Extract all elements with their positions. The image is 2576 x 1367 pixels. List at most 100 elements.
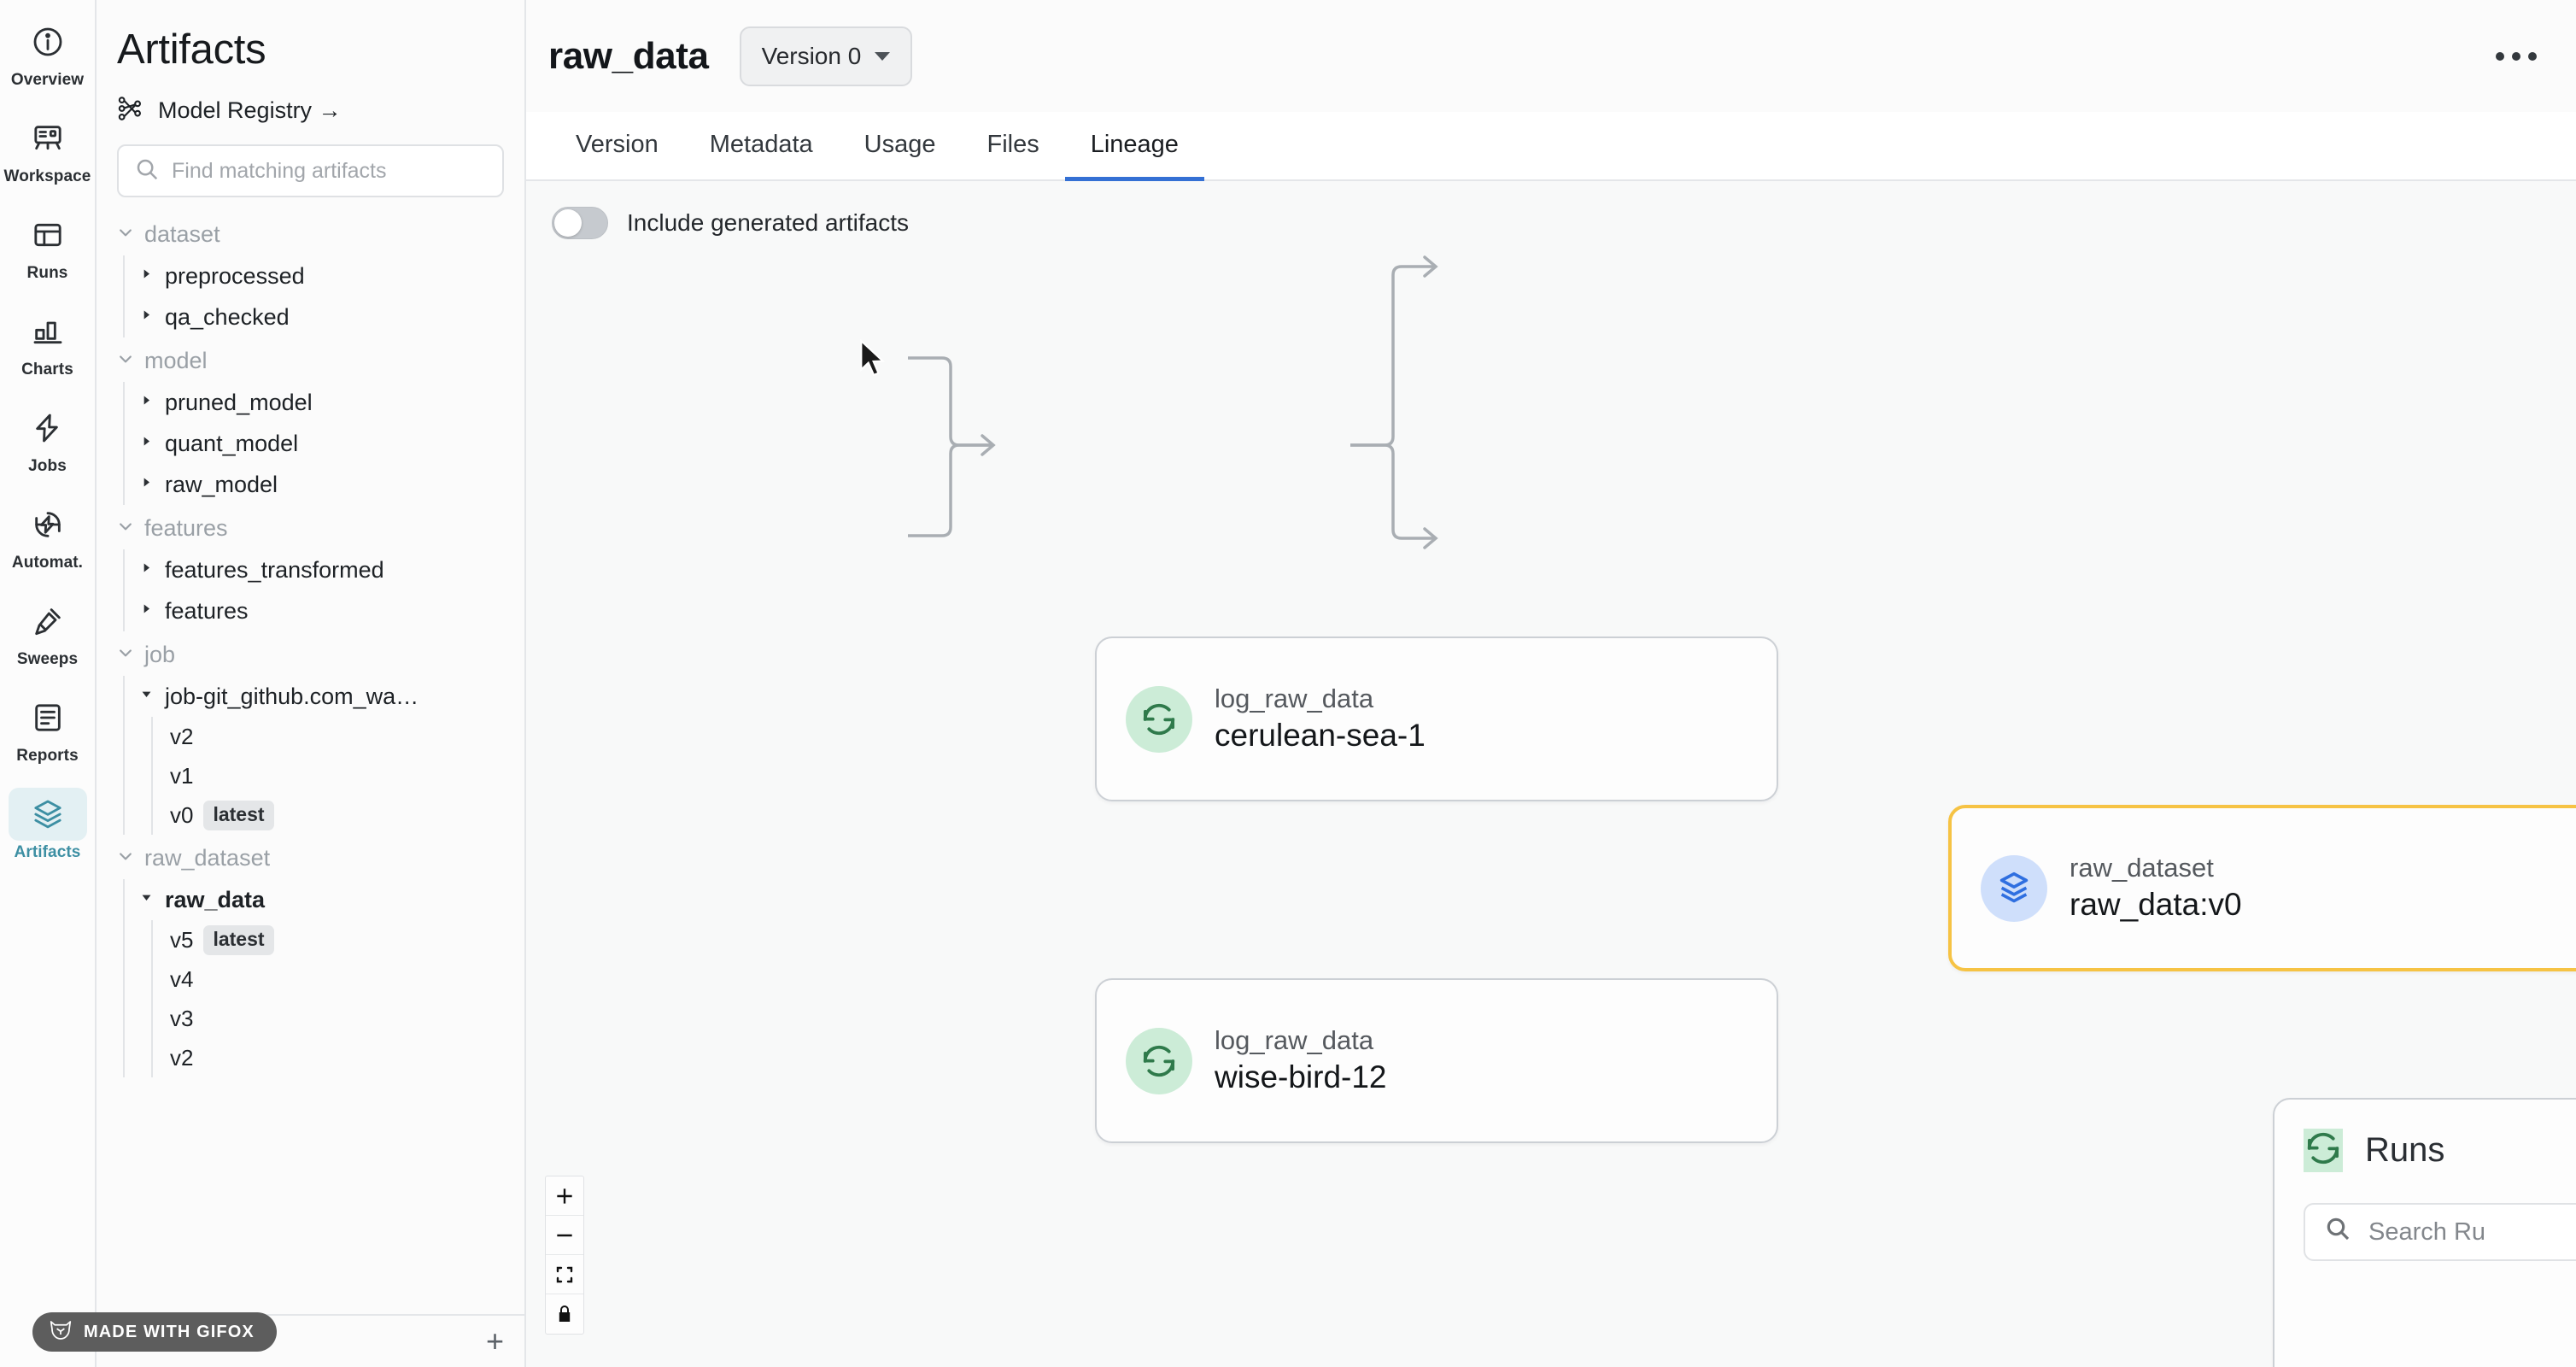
- caret-right-icon: [139, 475, 154, 494]
- tree-group-header[interactable]: job: [117, 633, 519, 676]
- zoom-out-button[interactable]: [546, 1216, 583, 1255]
- tree-item-w[interactable]: raw_model: [125, 464, 519, 505]
- tree-group-header[interactable]: model: [117, 339, 519, 382]
- bar-chart-icon: [9, 305, 87, 358]
- model-registry-link[interactable]: Model Registry →: [97, 84, 524, 139]
- rail-item-sweeps[interactable]: Sweeps: [3, 595, 92, 669]
- tree-group-label: job: [144, 641, 176, 667]
- tree-item-[interactable]: features: [125, 590, 519, 631]
- chevron-down-icon: [117, 224, 134, 245]
- tab-files[interactable]: Files: [986, 130, 1039, 158]
- caret-right-icon: [139, 560, 154, 579]
- run-icon: [1126, 685, 1192, 753]
- version-row[interactable]: v4: [153, 959, 519, 999]
- artifact-search-box[interactable]: [117, 144, 504, 197]
- lineage-canvas[interactable]: Include generated artifacts: [526, 181, 2576, 1367]
- caret-right-icon: [139, 267, 154, 285]
- rail-item-label: Jobs: [28, 457, 67, 475]
- rail-item-reports[interactable]: Reports: [3, 691, 92, 766]
- rail-item-artifacts[interactable]: Artifacts: [3, 788, 92, 862]
- chevron-down-icon: [117, 644, 134, 666]
- info-circle-icon: [9, 15, 87, 68]
- rail-item-workspace[interactable]: Workspace: [3, 112, 92, 186]
- tab-lineage[interactable]: Lineage: [1064, 112, 1204, 181]
- chevron-down-icon: [875, 51, 891, 61]
- tab-usage[interactable]: Usage: [864, 130, 936, 158]
- search-input[interactable]: [172, 158, 487, 184]
- rail-item-charts[interactable]: Charts: [3, 305, 92, 379]
- version-row[interactable]: v1: [153, 756, 519, 795]
- tree-item-label: qa_checked: [165, 303, 290, 330]
- toggle-knob: [554, 209, 582, 237]
- tab-metadata[interactable]: Metadata: [709, 130, 813, 158]
- add-artifact-button[interactable]: +: [485, 1323, 504, 1358]
- rail-item-label: Runs: [26, 264, 68, 282]
- lineage-node-type: log_raw_data: [1215, 1025, 1374, 1055]
- rail-item-jobs[interactable]: Jobs: [3, 402, 92, 476]
- version-select-label: Version 0: [761, 42, 862, 69]
- bolt-icon: [9, 402, 87, 455]
- tree-item-w[interactable]: raw_data: [125, 879, 519, 920]
- run-icon: [2304, 1129, 2343, 1172]
- lock-button[interactable]: [546, 1294, 583, 1334]
- tree-item-[interactable]: qa_checked: [125, 296, 519, 337]
- sidebar-footer: +: [97, 1314, 524, 1367]
- runs-search-box[interactable]: Search Ru: [2304, 1203, 2576, 1261]
- rail-item-runs[interactable]: Runs: [3, 208, 92, 283]
- overflow-menu-button[interactable]: [2487, 44, 2545, 69]
- tree-group-header[interactable]: raw_dataset: [117, 836, 519, 879]
- runs-panel[interactable]: Runs Search Ru: [2273, 1098, 2576, 1367]
- tree-group-header[interactable]: dataset: [117, 213, 519, 255]
- tree-group-header[interactable]: features: [117, 507, 519, 549]
- version-select[interactable]: Version 0: [739, 26, 913, 86]
- zoom-controls: [545, 1176, 584, 1335]
- caret-right-icon: [139, 434, 154, 453]
- mouse-cursor: [860, 339, 886, 377]
- run-icon: [1126, 1027, 1192, 1094]
- automation-icon: [9, 498, 87, 551]
- rail-item-automat[interactable]: Automat.: [3, 498, 92, 572]
- tree-item-[interactable]: pruned_model: [125, 382, 519, 423]
- tree-item-w[interactable]: job-git_github.com_wa…: [125, 676, 519, 717]
- rail-item-overview[interactable]: Overview: [3, 15, 92, 90]
- tree-item-label: raw_model: [165, 471, 278, 497]
- lineage-node-name: raw_data:v0: [2070, 886, 2242, 922]
- tree-item-label: features: [165, 597, 249, 624]
- model-registry-icon: [117, 94, 146, 127]
- include-generated-artifacts-label: Include generated artifacts: [627, 209, 909, 236]
- rail-item-label: Sweeps: [16, 650, 79, 668]
- include-generated-artifacts-toggle[interactable]: [552, 207, 608, 239]
- zoom-in-button[interactable]: [546, 1176, 583, 1216]
- rail-item-label: Charts: [21, 361, 73, 378]
- rail-item-label: Artifacts: [14, 843, 81, 861]
- tree-children: features_transformed features: [123, 549, 519, 631]
- tree-item-[interactable]: features_transformed: [125, 549, 519, 590]
- tree-item-[interactable]: preprocessed: [125, 255, 519, 296]
- version-row[interactable]: v3: [153, 999, 519, 1038]
- version-row[interactable]: v2: [153, 717, 519, 756]
- version-label: v3: [170, 1005, 194, 1031]
- lineage-node-name: cerulean-sea-1: [1215, 717, 1426, 753]
- tree-item-[interactable]: quant_model: [125, 423, 519, 464]
- tree-item-label: quant_model: [165, 430, 299, 456]
- version-row[interactable]: v2: [153, 1038, 519, 1077]
- layers-icon: [8, 788, 87, 841]
- rail-item-label: Workspace: [3, 167, 91, 185]
- lineage-node-type: raw_dataset: [2070, 853, 2214, 883]
- tab-version[interactable]: Version: [576, 130, 659, 158]
- fit-view-button[interactable]: [546, 1255, 583, 1294]
- version-label: v0: [170, 801, 194, 828]
